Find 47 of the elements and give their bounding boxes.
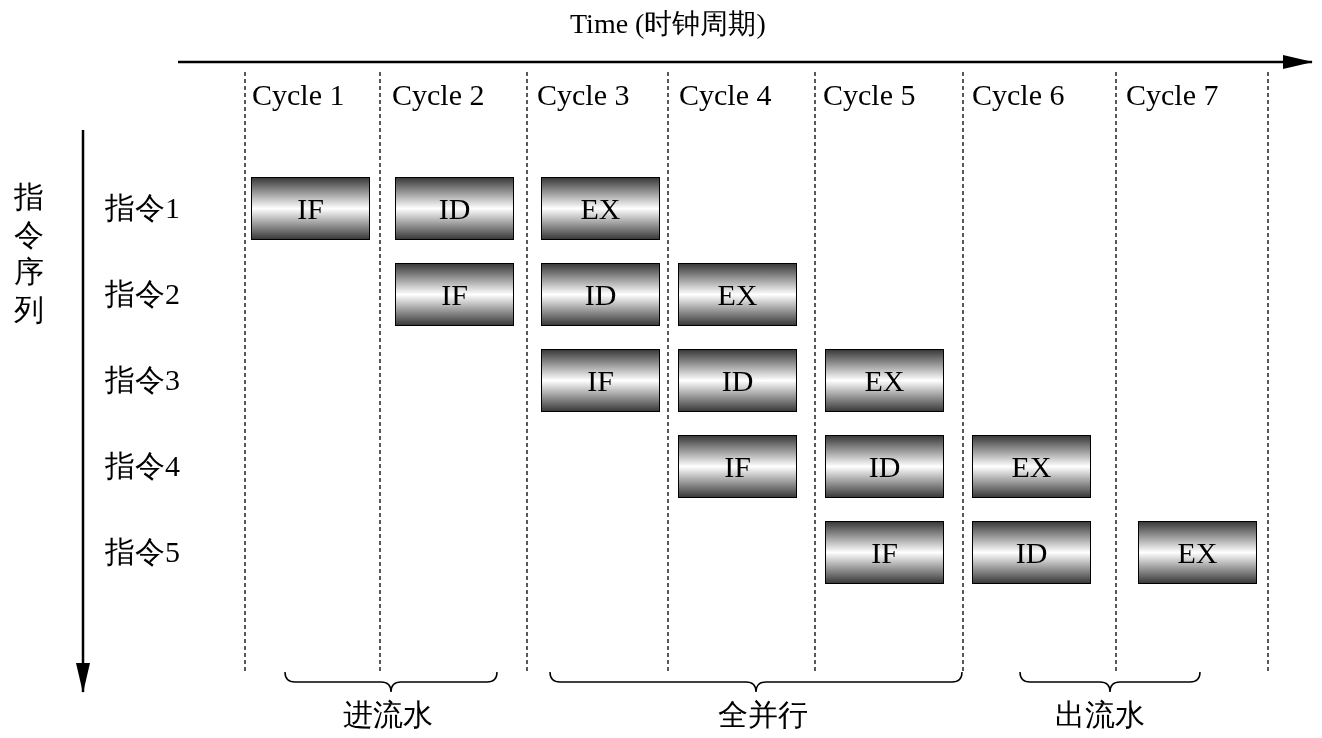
- stage-block: [678, 263, 797, 326]
- stage-block: [825, 349, 944, 412]
- column-header: Cycle 5: [823, 80, 916, 110]
- stage-block: [1138, 521, 1257, 584]
- stage-name: EX: [580, 191, 621, 226]
- column-header: Cycle 4: [679, 80, 772, 110]
- stage-name: IF: [297, 191, 324, 226]
- phase-label: 进流水: [343, 700, 433, 730]
- stage-name: ID: [721, 363, 754, 398]
- stage-name: ID: [1015, 535, 1048, 570]
- stage-name: IF: [724, 449, 751, 484]
- row-header: 指令4: [105, 451, 180, 481]
- stage-name: ID: [438, 191, 471, 226]
- column-header: Cycle 2: [392, 80, 485, 110]
- phase-label: 全并行: [718, 700, 808, 730]
- stage-block: [541, 177, 660, 240]
- stage-block: [541, 349, 660, 412]
- axis-title: 指令序列: [14, 179, 45, 328]
- stage-name: EX: [1177, 535, 1218, 570]
- stage-name: IF: [871, 535, 898, 570]
- stage-block: [251, 177, 370, 240]
- stage-block: [825, 521, 944, 584]
- column-header: Cycle 3: [537, 80, 630, 110]
- stage-block: [395, 177, 514, 240]
- row-header: 指令5: [105, 537, 180, 567]
- stage-name: IF: [441, 277, 468, 312]
- stage-name: EX: [717, 277, 758, 312]
- stage-block: [972, 521, 1091, 584]
- stage-name: IF: [587, 363, 614, 398]
- column-header: Cycle 1: [252, 80, 345, 110]
- axis-title: Time (时钟周期): [570, 10, 766, 38]
- stage-block: [972, 435, 1091, 498]
- stage-block: [678, 435, 797, 498]
- column-header: Cycle 7: [1126, 80, 1219, 110]
- row-header: 指令1: [105, 193, 180, 223]
- phase-label: 出流水: [1055, 700, 1145, 730]
- stage-name: ID: [868, 449, 901, 484]
- row-header: 指令2: [105, 279, 180, 309]
- stage-name: EX: [1011, 449, 1052, 484]
- column-header: Cycle 6: [972, 80, 1065, 110]
- stage-block: [541, 263, 660, 326]
- stage-block: [395, 263, 514, 326]
- stage-name: ID: [584, 277, 617, 312]
- stage-block: [678, 349, 797, 412]
- stage-name: EX: [864, 363, 905, 398]
- row-header: 指令3: [105, 365, 180, 395]
- stage-block: [825, 435, 944, 498]
